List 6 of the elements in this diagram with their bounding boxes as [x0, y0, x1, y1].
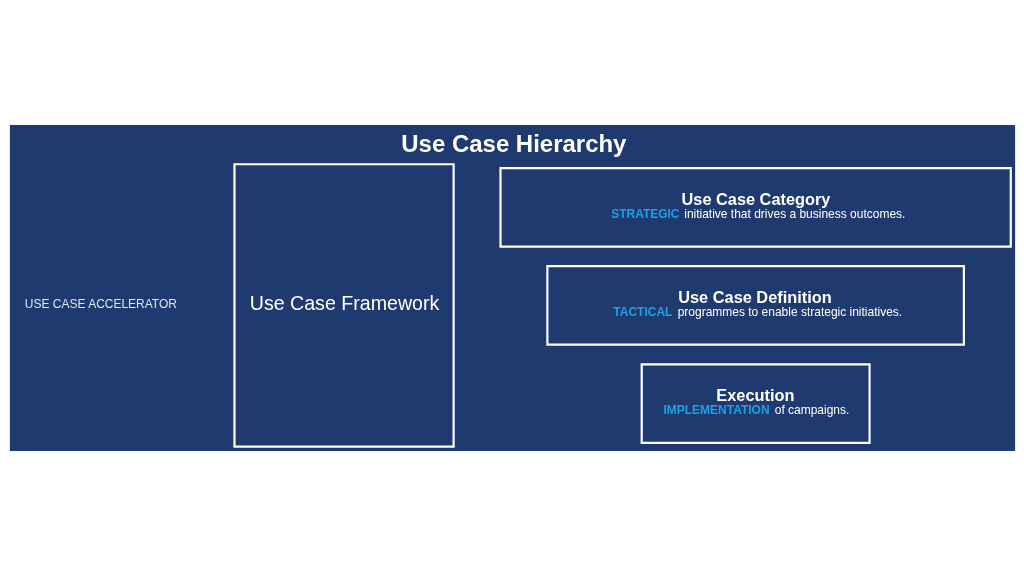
label: USE CASE ACCELERATOR: [24, 297, 177, 312]
diagram-title: Use Case Hierarchy: [400, 129, 626, 157]
node-box: Use Case Definition TACTICAL programmes to enable strategic initiatives.: [545, 265, 965, 346]
node-box: Execution IMPLEMENTATION of campaigns.: [640, 363, 871, 444]
node-box: Use Case Category STRATEGIC initiative that drives a business outcomes.: [498, 167, 1012, 248]
node-box: Use Case Framework: [232, 163, 455, 448]
